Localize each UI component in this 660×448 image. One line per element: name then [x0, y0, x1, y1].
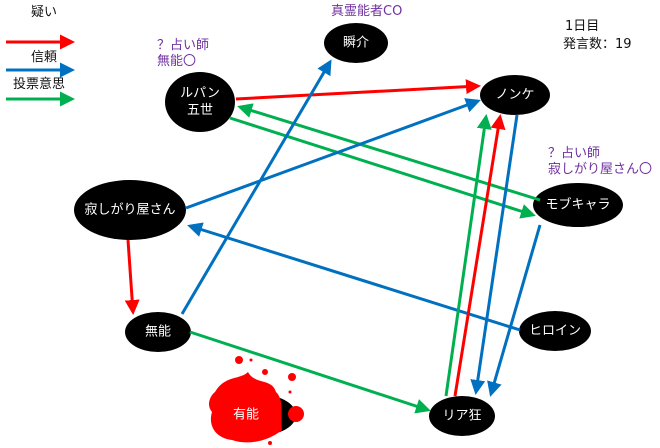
node-label-lupin: ルパン — [180, 86, 220, 101]
legend-label-vote: 投票意思 — [13, 77, 66, 92]
legend-label-trust: 信頼 — [31, 50, 58, 65]
edge-trust-heroine-to-sabishi — [187, 222, 521, 332]
lupin-annotation-result: 無能〇 — [157, 54, 197, 69]
node-heroine — [519, 311, 591, 351]
edge-doubt-lupin-to-nonke — [235, 79, 481, 101]
edge-vote-munou-to-riakyou — [189, 330, 431, 414]
legend — [6, 34, 75, 107]
node-label-sabishi: 寂しがり屋さん — [84, 202, 175, 218]
day-label: 1日目 — [565, 19, 600, 34]
node-label-riakyou: リア狂 — [442, 409, 481, 424]
node-sabishi — [74, 180, 186, 240]
edge-vote-riakyou-to-nonke — [444, 114, 492, 397]
edge-doubt-sabishi-to-munou — [124, 239, 140, 315]
node-label-munou: 無能 — [145, 325, 171, 340]
legend-label-doubt: 疑い — [31, 5, 58, 20]
node-riakyou — [429, 396, 495, 436]
node-munou — [125, 312, 191, 352]
edge-trust-munou-to-shunsuke — [180, 59, 332, 315]
edge-vote-lupin-to-mob — [229, 116, 536, 219]
node-shunsuke — [324, 23, 388, 63]
node-lupin — [165, 72, 235, 132]
node-label-yuunou: 有能 — [233, 408, 259, 423]
mob-annotation-role: ？占い師 — [548, 146, 601, 161]
node-label-shunsuke: 瞬介 — [343, 36, 369, 51]
blood-splat-icon — [208, 356, 304, 445]
node-label-mob: モブキャラ — [545, 197, 610, 213]
edge-trust-sabishi-to-nonke — [185, 98, 481, 210]
node-yuunou — [208, 356, 304, 445]
mob-annotation-result: 寂しがり屋さん〇 — [548, 162, 653, 177]
edge-trust-mob-to-riakyou — [487, 224, 542, 397]
node-mob — [533, 183, 623, 227]
node-label-heroine: ヒロイン — [529, 324, 581, 339]
node-nonke — [480, 75, 550, 115]
edge-doubt-riakyou-to-nonke — [453, 114, 506, 397]
node-label-lupin: 五世 — [187, 103, 213, 118]
edge-trust-nonke-to-riakyou — [470, 114, 519, 395]
post-count-label: 発言数：19 — [563, 37, 632, 52]
shunsuke-annotation: 真霊能者CO — [331, 4, 403, 19]
node-label-nonke: ノンケ — [495, 88, 534, 103]
lupin-annotation-role: ？占い師 — [157, 38, 210, 53]
